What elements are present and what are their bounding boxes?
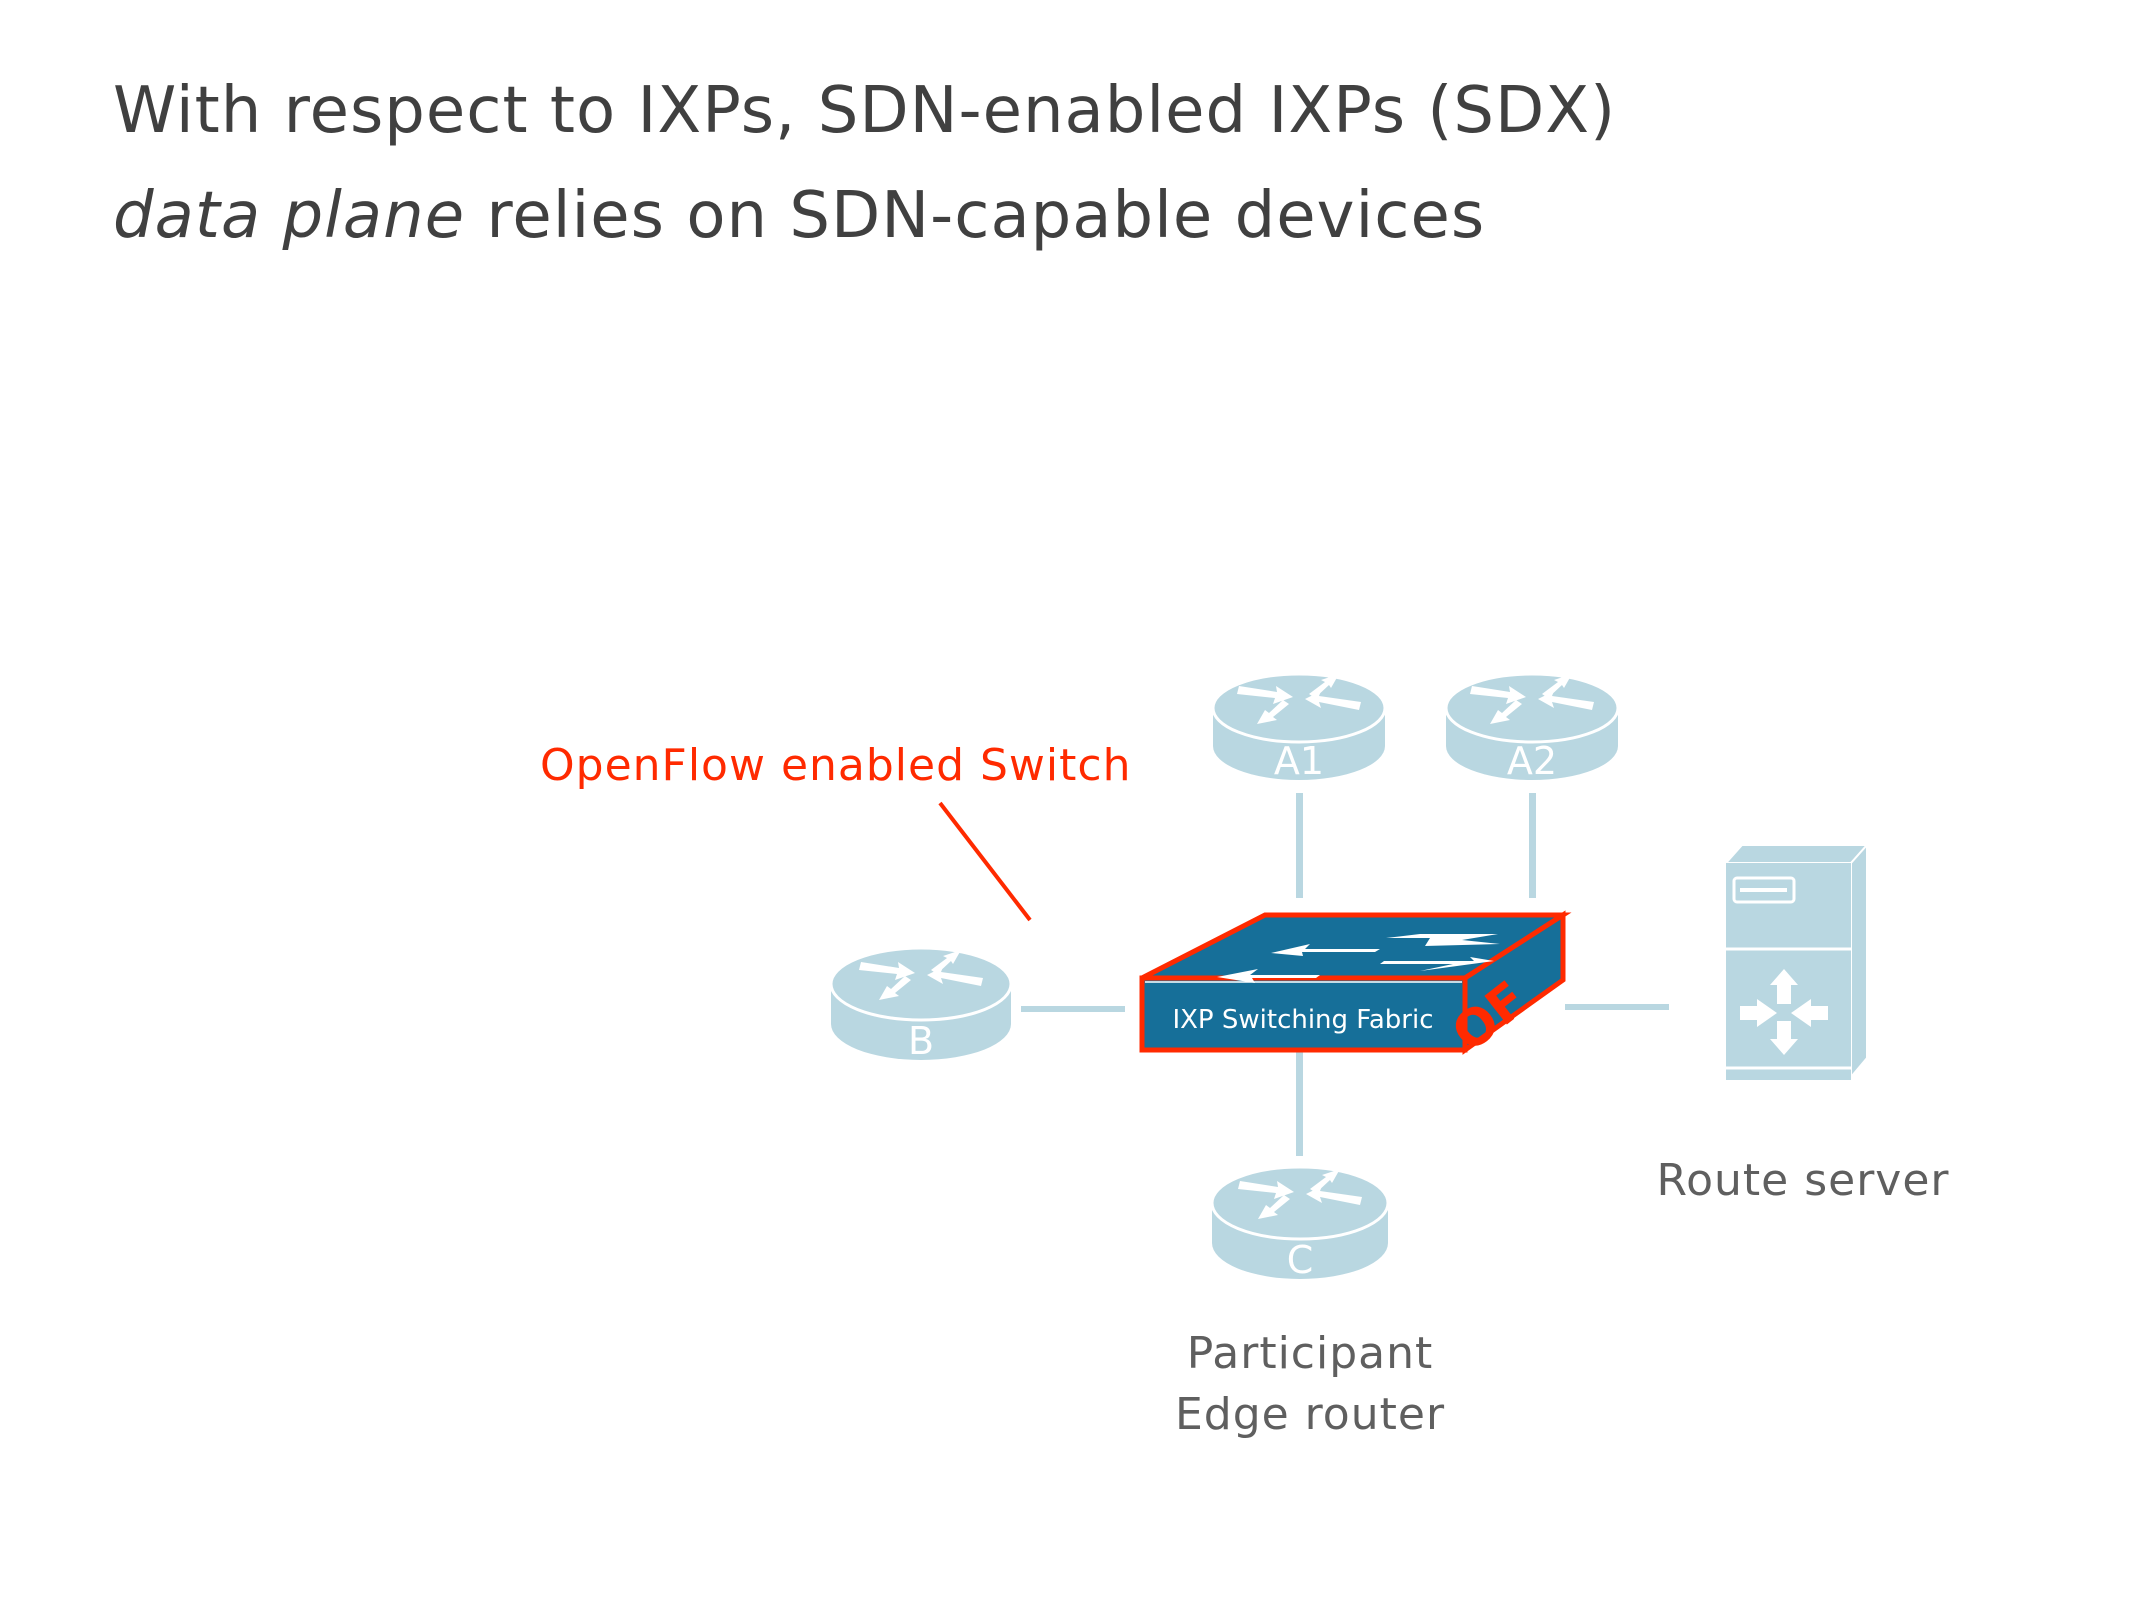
title-rest: relies on SDN-capable devices bbox=[465, 179, 1486, 253]
switch-front-face bbox=[1139, 975, 1468, 1053]
router-b[interactable]: B bbox=[829, 946, 1013, 1063]
router-label: B bbox=[908, 1019, 934, 1063]
openflow-switch[interactable]: IXP Switching Fabric OF bbox=[1139, 910, 1572, 1063]
participant-label-line-2: Edge router bbox=[1175, 1389, 1445, 1440]
server-drive-slot-icon bbox=[1732, 876, 1796, 904]
router-label: A2 bbox=[1507, 739, 1557, 783]
slide-title-line-2: data plane relies on SDN-capable devices bbox=[113, 179, 1485, 253]
connection-lines bbox=[1021, 793, 1669, 1156]
link-a1-switch bbox=[1296, 793, 1303, 898]
link-switch-server bbox=[1565, 1004, 1669, 1010]
switch-arrows-icon bbox=[1217, 934, 1500, 983]
link-b-switch bbox=[1021, 1006, 1125, 1012]
link-a2-switch bbox=[1529, 793, 1536, 898]
participant-label-line-1: Participant bbox=[1187, 1328, 1434, 1379]
title-emphasis: data plane bbox=[113, 179, 466, 253]
server-arrows-icon bbox=[1740, 969, 1828, 1055]
callout: OpenFlow enabled Switch bbox=[540, 740, 1131, 922]
callout-label: OpenFlow enabled Switch bbox=[540, 740, 1131, 791]
router-a2[interactable]: A2 bbox=[1444, 672, 1620, 783]
route-server-label: Route server bbox=[1657, 1155, 1950, 1206]
router-c[interactable]: C bbox=[1210, 1165, 1390, 1282]
router-label: A1 bbox=[1274, 739, 1324, 783]
router-a1[interactable]: A1 bbox=[1211, 672, 1387, 783]
callout-pointer bbox=[938, 801, 1032, 922]
link-c-switch bbox=[1296, 1052, 1303, 1156]
router-label: C bbox=[1287, 1238, 1314, 1282]
slide-title-line-1: With respect to IXPs, SDN-enabled IXPs (… bbox=[113, 74, 1617, 148]
switch-label: IXP Switching Fabric bbox=[1172, 1005, 1433, 1035]
route-server[interactable] bbox=[1723, 842, 1870, 1080]
